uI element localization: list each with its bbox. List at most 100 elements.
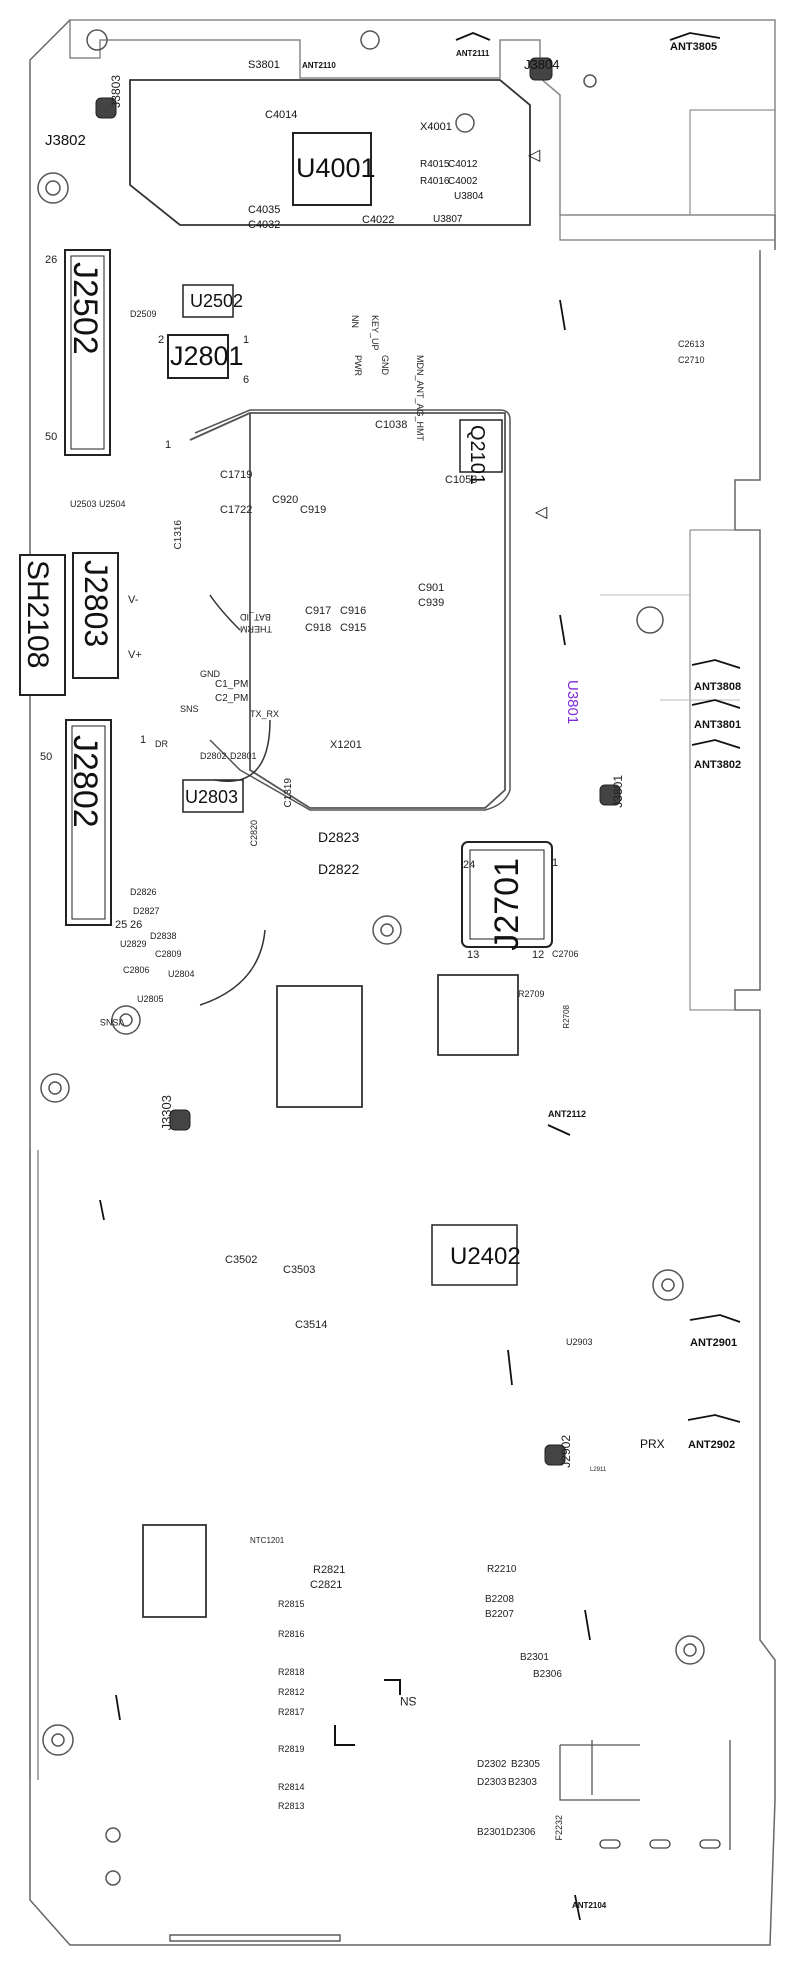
- u2903-label: U2903: [566, 1337, 593, 1347]
- r2813-label: R2813: [278, 1801, 305, 1811]
- signal-key-up: KEY_UP: [370, 315, 380, 351]
- x4001-label: X4001: [420, 121, 452, 133]
- d2306-label: D2306: [506, 1827, 536, 1838]
- c4014-label: C4014: [265, 109, 298, 121]
- c4035-label: C4035: [248, 204, 281, 216]
- d2838-label: D2838: [150, 931, 177, 941]
- b2305-label: B2305: [511, 1759, 540, 1770]
- c917-label: C917: [305, 605, 332, 617]
- u2803-label: U2803: [185, 787, 239, 807]
- b2301b-label: B2301: [477, 1827, 506, 1838]
- j3801-label: J3801: [611, 775, 625, 808]
- triangle-mark-mid: ◁: [535, 504, 548, 521]
- signal-sn: SN: [400, 1694, 417, 1708]
- signal-bat-id: BAT_ID: [240, 612, 271, 622]
- signal-pwr: PWR: [353, 355, 363, 376]
- u2503-label: U2503: [70, 499, 97, 509]
- j3802-label: J3802: [45, 132, 86, 149]
- c4002-label: C4002: [448, 176, 478, 187]
- c2821-label: C2821: [310, 1579, 343, 1591]
- j2701-pin-bottom: 13: [467, 949, 480, 961]
- c918-label: C918: [305, 622, 332, 634]
- j2802-pin-bottom: 26: [130, 919, 143, 931]
- signal-mdn: MDN_ANT_AG_HMT: [415, 355, 425, 442]
- r2814-label: R2814: [278, 1782, 305, 1792]
- j2803-vplus: V+: [128, 649, 142, 661]
- ant2902-label: ANT2902: [688, 1439, 736, 1451]
- ntc1201-label: NTC1201: [250, 1536, 285, 1545]
- j2502-pin-bottom: 50: [45, 431, 58, 443]
- j2902-label: J2902: [559, 1435, 573, 1468]
- signal-sns: SNS: [180, 704, 199, 714]
- ant3808-label: ANT3808: [694, 681, 742, 693]
- sh2108-label: SH2108: [21, 560, 54, 669]
- j3803-label: J3803: [109, 75, 123, 108]
- j3303-label: J3303: [159, 1095, 174, 1131]
- r2210-label: R2210: [487, 1564, 517, 1575]
- signal-vsns: VSNS: [100, 1017, 125, 1027]
- d2823-label: D2823: [318, 829, 360, 845]
- r4016-label: R4016: [420, 176, 450, 187]
- c1319-label: C1319: [283, 778, 294, 808]
- c1719-label: C1719: [220, 469, 253, 481]
- c3502-label: C3502: [225, 1254, 258, 1266]
- c2820-label: C2820: [249, 820, 259, 847]
- c1316-label: C1316: [173, 520, 184, 550]
- ant3802-label: ANT3802: [694, 759, 742, 771]
- c2613-label: C2613: [678, 339, 705, 349]
- s3801-label: S3801: [248, 59, 280, 71]
- b2301-label: B2301: [520, 1652, 549, 1663]
- d2802-label: D2802: [200, 751, 227, 761]
- u2829-label: U2829: [120, 939, 147, 949]
- c3514-label: C3514: [295, 1319, 328, 1331]
- j2801-pin-bottom: 6: [243, 374, 250, 386]
- ant2112-label: ANT2112: [548, 1109, 587, 1119]
- ant3805-label: ANT3805: [670, 41, 718, 53]
- d2826-label: D2826: [130, 887, 157, 897]
- u2805-label: U2805: [137, 994, 164, 1004]
- signal-c1-pm: C1_PM: [215, 679, 249, 690]
- r2819-label: R2819: [278, 1744, 305, 1754]
- ant2110-label: ANT2110: [302, 61, 336, 70]
- d2509-label: D2509: [130, 309, 157, 319]
- j2802-pin-top: 1: [140, 734, 147, 746]
- c2809-label: C2809: [155, 949, 182, 959]
- u2402-label: U2402: [450, 1243, 521, 1270]
- signal-therm: THERM: [240, 624, 272, 634]
- r2817-label: R2817: [278, 1707, 305, 1717]
- u4001-label: U4001: [296, 153, 376, 183]
- c916-label: C916: [340, 605, 367, 617]
- j2801-pin-left: 2: [158, 334, 165, 346]
- c4032-label: C4032: [248, 219, 281, 231]
- prx-label: PRX: [640, 1437, 665, 1451]
- r2816-label: R2816: [278, 1629, 305, 1639]
- j2701-pin-right: 12: [532, 949, 545, 961]
- c919-label: C919: [300, 504, 327, 516]
- j2801-pin-right: 1: [243, 334, 250, 346]
- d2822-label: D2822: [318, 861, 360, 877]
- j3804-label: J3804: [524, 57, 560, 72]
- u2804-label: U2804: [168, 969, 195, 979]
- r2709-label: R2709: [518, 989, 545, 999]
- c915-label: C915: [340, 622, 367, 634]
- c4022-label: C4022: [362, 214, 395, 226]
- c1053-label: C1053: [445, 474, 478, 486]
- c901-label: C901: [418, 582, 445, 594]
- u3801-highlighted[interactable]: U3801: [564, 680, 581, 725]
- ant2104-label: ANT2104: [572, 1901, 607, 1910]
- q2101-label: Q2101: [466, 425, 488, 486]
- x1201-label: X1201: [330, 739, 362, 751]
- c3503-label: C3503: [283, 1264, 316, 1276]
- f2232-label: F2232: [554, 1815, 564, 1841]
- c920-label: C920: [272, 494, 299, 506]
- r4015-label: R4015: [420, 159, 450, 170]
- r2815-label: R2815: [278, 1599, 305, 1609]
- signal-gnd: GND: [380, 355, 390, 375]
- j2802-label: J2802: [66, 735, 104, 828]
- j2802-pin-left: 25: [115, 919, 128, 931]
- ant2901-label: ANT2901: [690, 1337, 738, 1349]
- j2502-label: J2502: [66, 262, 104, 355]
- c2710-label: C2710: [678, 355, 705, 365]
- j2803-vminus: V-: [128, 594, 139, 606]
- u2504-label: U2504: [99, 499, 126, 509]
